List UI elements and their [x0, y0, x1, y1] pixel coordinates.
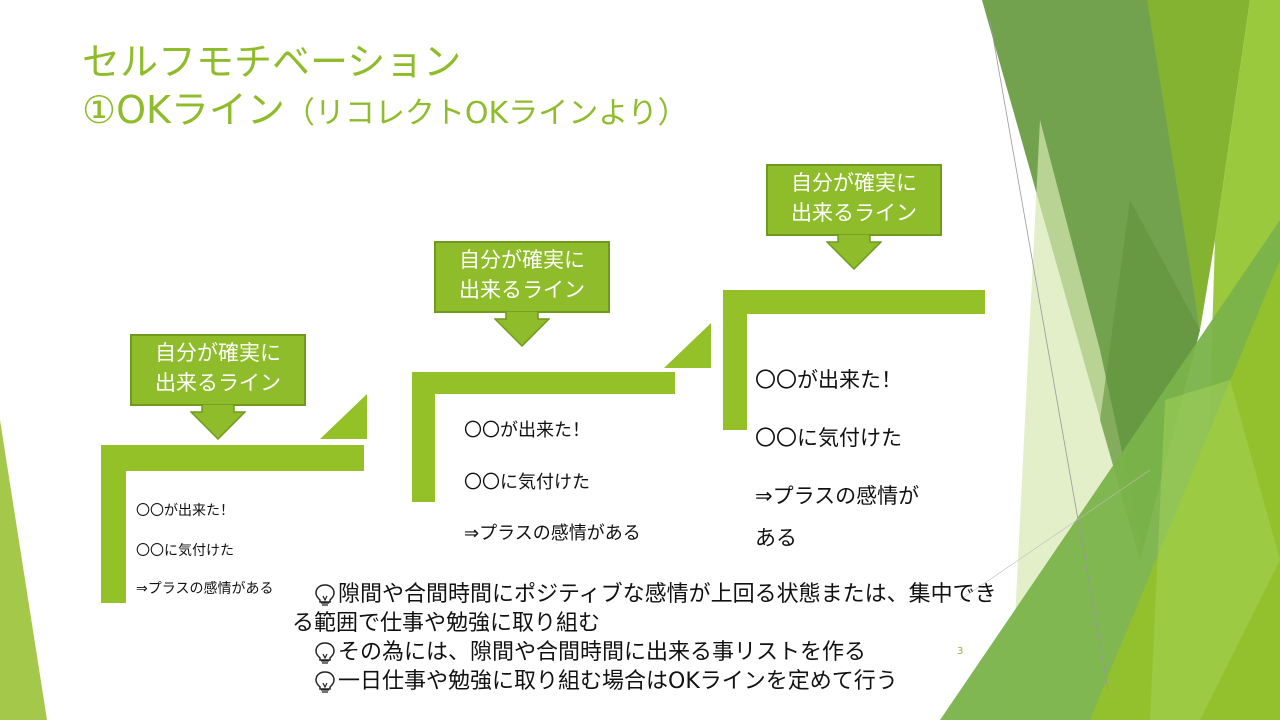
step-2-item-2: 〇〇に気付けた — [464, 472, 590, 493]
callout-step-1: 自分が確実に 出来るライン — [130, 334, 306, 406]
title-main: ①OKライン — [82, 88, 285, 132]
step-3-item-2: 〇〇に気付けた — [755, 426, 902, 450]
callout-step-2: 自分が確実に 出来るライン — [434, 241, 610, 313]
down-arrow-icon — [826, 234, 882, 270]
callout-step-1-line1: 自分が確実に — [155, 341, 281, 365]
callout-step-3: 自分が確実に 出来るライン — [766, 164, 942, 236]
step-2-top-bar — [412, 372, 675, 394]
step-3-side-bar — [723, 290, 747, 430]
right-facet-7 — [1090, 260, 1280, 720]
left-facet — [0, 420, 47, 720]
callout-step-2-line1: 自分が確実に — [459, 248, 585, 272]
step-1-item-3: ⇒プラスの感情がある — [136, 581, 274, 597]
bullet-2-text: その為には、隙間や合間時間に出来る事リストを作る — [338, 640, 867, 665]
bullet-1-text-line2: る範囲で仕事や勉強に取り組む — [292, 611, 601, 636]
down-arrow-icon — [190, 404, 246, 440]
thin-line-1 — [989, 19, 1109, 691]
callout-step-3-line1: 自分が確実に — [791, 171, 917, 195]
title-subtitle: （リコレクトOKラインより） — [284, 96, 688, 131]
down-arrow-icon — [494, 311, 550, 347]
lightbulb-icon — [315, 583, 335, 606]
lightbulb-icon — [315, 641, 335, 664]
lightbulb-icon — [315, 670, 335, 693]
bullet-list: 隙間や合間時間にポジティブな感情が上回る状態または、集中でき る範囲で仕事や勉強… — [292, 580, 997, 696]
bullet-item-1: 隙間や合間時間にポジティブな感情が上回る状態または、集中でき — [314, 580, 997, 609]
right-facet-2 — [1147, 0, 1250, 330]
page-number: 3 — [957, 646, 964, 657]
step-1-top-bar — [101, 445, 364, 471]
step-1-corner-triangle — [320, 394, 367, 439]
right-facet-8 — [1150, 380, 1280, 720]
step-2-item-3: ⇒プラスの感情がある — [464, 523, 641, 544]
bullet-3-text: 一日仕事や勉強に取り組む場合はOKラインを定めて行う — [338, 669, 898, 694]
step-2-side-bar — [412, 372, 435, 502]
bullet-1-text-line1: 隙間や合間時間にポジティブな感情が上回る状態または、集中でき — [338, 582, 997, 607]
step-3-item-4: ある — [755, 526, 797, 550]
bullet-item-1-cont: る範囲で仕事や勉強に取り組む — [292, 609, 997, 638]
bullet-item-2: その為には、隙間や合間時間に出来る事リストを作る — [314, 638, 997, 667]
bullet-item-3: 一日仕事や勉強に取り組む場合はOKラインを定めて行う — [314, 667, 997, 696]
step-2-corner-triangle — [664, 323, 711, 368]
step-1-side-bar — [101, 445, 126, 603]
slide-title-line1: セルフモチベーション — [82, 40, 462, 84]
step-3-item-1: 〇〇が出来た！ — [755, 368, 902, 392]
callout-step-3-line2: 出来るライン — [791, 201, 917, 225]
callout-step-2-line2: 出来るライン — [459, 278, 585, 302]
thin-line-2 — [959, 469, 1151, 601]
step-1-item-2: 〇〇に気付けた — [136, 543, 234, 559]
callout-step-1-line2: 出来るライン — [155, 371, 281, 395]
slide-title-line2: ①OKライン（リコレクトOKラインより） — [82, 86, 688, 138]
step-3-top-bar — [723, 290, 985, 314]
step-2-item-1: 〇〇が出来た！ — [464, 420, 590, 441]
step-1-item-1: 〇〇が出来た！ — [136, 503, 234, 519]
step-3-item-3: ⇒プラスの感情が — [755, 484, 920, 508]
